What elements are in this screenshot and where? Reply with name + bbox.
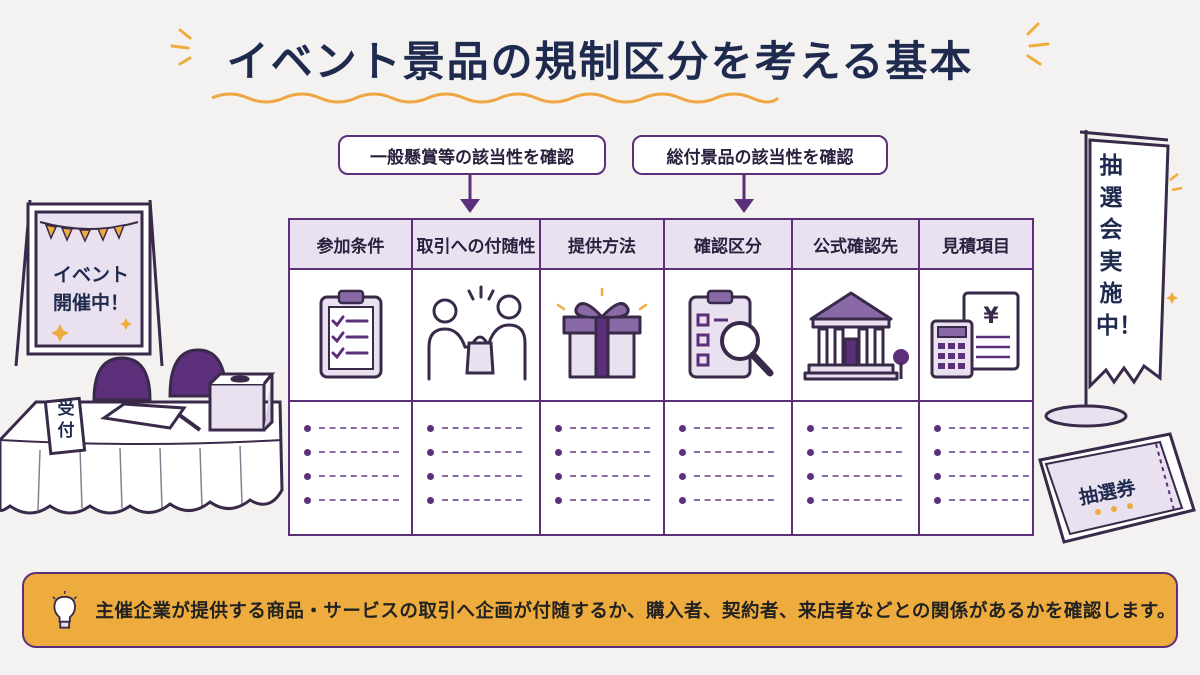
table-column: 確認区分 (663, 220, 791, 534)
table-column: 見積項目 ¥ (918, 220, 1032, 534)
handover-icon (427, 285, 527, 381)
svg-text:¥: ¥ (983, 304, 999, 329)
a-frame-sign-illustration (14, 199, 164, 367)
column-header: 参加条件 (290, 220, 411, 270)
table-column: 提供方法 (539, 220, 663, 534)
reception-table-illustration (0, 348, 284, 515)
footer-note: 主催企業が提供する商品・サービスの取引へ企画が付随するか、購入者、契約者、来店者… (22, 572, 1178, 648)
banner-flag-illustration (1044, 130, 1183, 428)
reception-label: 受付 (57, 399, 75, 441)
sign-text-line1: イベント (52, 264, 129, 286)
table-column: 参加条件 (290, 220, 411, 534)
arrow-down-icon (734, 175, 754, 213)
column-header: 提供方法 (541, 220, 663, 270)
gift-box-icon (556, 287, 648, 379)
magnifier-clipboard-icon (688, 289, 774, 379)
table-column: 公式確認先 (791, 220, 918, 534)
clipboard-checklist-icon (319, 289, 382, 379)
lightbulb-icon (52, 590, 77, 629)
title-underline (211, 92, 780, 104)
column-header: 公式確認先 (793, 220, 918, 270)
calculator-invoice-icon: ¥ (930, 291, 1020, 379)
page-title: イベント景品の規制区分を考える基本 (226, 37, 974, 86)
category-table: 参加条件 取引への付随性 (288, 218, 1034, 536)
arrow-down-icon (460, 175, 480, 213)
title-sparks-left-icon (170, 28, 192, 66)
banner-text: 抽選会実施中！ (1096, 153, 1142, 339)
column-header: 見積項目 (920, 220, 1032, 270)
footer-text: 主催企業が提供する商品・サービスの取引へ企画が付随するか、購入者、契約者、来店者… (95, 601, 1176, 622)
callout-total-premium: 総付景品の該当性を確認 (632, 135, 888, 175)
column-header: 取引への付随性 (413, 220, 539, 270)
government-building-icon (803, 291, 909, 381)
title-sparks-right-icon (1026, 22, 1050, 66)
column-header: 確認区分 (665, 220, 791, 270)
lottery-ticket-illustration (1038, 432, 1196, 544)
callout-general-lottery: 一般懸賞等の該当性を確認 (338, 135, 606, 175)
table-column: 取引への付随性 (411, 220, 539, 534)
sign-text-line2: 開催中！ (52, 292, 129, 314)
